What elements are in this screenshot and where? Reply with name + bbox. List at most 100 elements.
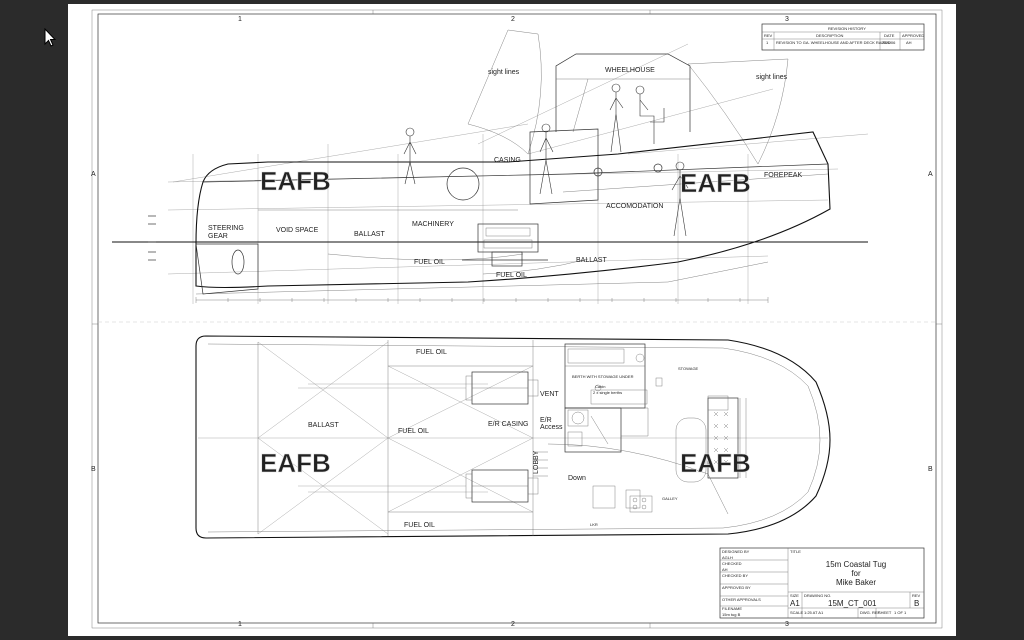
label-down: Down <box>568 475 586 482</box>
title-block-designed-by-label: DESIGNED BY <box>722 549 750 554</box>
label-er-access-2: Access <box>540 424 563 431</box>
revision-col-date: DATE <box>884 33 895 38</box>
label-wheelhouse: WHEELHOUSE <box>605 67 655 74</box>
galley-fridge <box>625 489 641 509</box>
title-block-sheet-label: SHEET <box>878 610 892 615</box>
label-fuel-oil-mid: FUEL OIL <box>398 428 429 435</box>
title-block-filename: 15m tug B <box>722 612 741 617</box>
title-block-checked: AH <box>722 567 728 572</box>
grid-col-2-bottom: 2 <box>511 621 515 628</box>
grid-row-a-left: A <box>91 171 96 178</box>
title-block-scale: 1:25 AT A1 <box>804 610 824 615</box>
title-block-title-3: Mike Baker <box>836 578 876 587</box>
label-fuel-oil-profile-2: FUEL OIL <box>496 272 527 279</box>
title-block-other-approvals-label: OTHER APPROVALS <box>722 597 761 602</box>
figure-wheelhouse-seated <box>635 85 665 144</box>
title-block-rev: B <box>914 599 919 608</box>
watermark-plan-left: EAFB <box>260 448 331 478</box>
mouse-pointer-icon <box>44 28 57 47</box>
label-machinery: MACHINERY <box>412 221 454 228</box>
title-block-dwg-ref-label: DWG. REF <box>860 610 881 615</box>
title-block-sheet: 1 OF 1 <box>894 610 907 615</box>
label-accomodation: ACCOMODATION <box>606 203 663 210</box>
title-block-title-label: TITLE <box>790 549 801 554</box>
grid-col-1-top: 1 <box>238 16 242 23</box>
title-block: DESIGNED BY AGLH CHECKED AH CHECKED BY A… <box>719 547 925 619</box>
engine-port <box>465 371 539 405</box>
revision-row-rev: 1 <box>766 40 769 45</box>
casing-outline <box>529 128 599 205</box>
label-ballast-fwd: BALLAST <box>576 257 607 264</box>
profile-view: sight lines sight lines WHEELHOUSE CASIN… <box>112 29 869 304</box>
watermark-profile-left: EAFB <box>260 166 331 196</box>
figure-afterdeck <box>403 127 417 185</box>
label-berth-note: BERTH WITH STOWAGE UNDER <box>572 374 634 379</box>
label-ballast-plan: BALLAST <box>308 422 339 429</box>
hull-profile-outline <box>195 131 831 289</box>
revision-col-rev: REV <box>764 33 773 38</box>
label-cabin-1: Cabin <box>595 384 605 389</box>
propeller <box>231 249 245 275</box>
title-block-drawing-no: 15M_CT_001 <box>828 599 877 608</box>
figure-casing <box>539 123 554 195</box>
sheet-border <box>97 13 937 624</box>
label-lkr: LKR <box>590 522 598 527</box>
drawing-sheet: 1 2 3 1 2 3 A A B B REVISION HISTORY REV… <box>68 4 956 636</box>
label-ballast-aft: BALLAST <box>354 231 385 238</box>
title-block-drawing-no-label: DRAWING NO. <box>804 593 831 598</box>
berth-upper <box>567 348 625 364</box>
sheet-outer-border <box>91 9 943 629</box>
bench-cushion-pattern <box>713 411 729 465</box>
label-er-access-1: E/R <box>540 417 552 424</box>
porthole-large <box>446 167 480 201</box>
galley-hob <box>629 495 653 513</box>
title-block-filename-label: FILENAME <box>722 606 742 611</box>
revision-row-approved: AH <box>906 40 912 45</box>
title-block-approved-by-label: APPROVED BY <box>722 585 751 590</box>
engine-profile <box>462 223 548 267</box>
label-void-space: VOID SPACE <box>276 227 319 234</box>
galley-sink <box>592 485 616 509</box>
figure-accomodation <box>671 161 689 237</box>
label-cabin-2: 2 x single berths <box>593 390 622 395</box>
label-vent: VENT <box>540 391 559 398</box>
sight-lines-fan-right <box>687 58 789 165</box>
hull-plan-outline <box>195 335 831 539</box>
grid-row-a-right: A <box>928 171 933 178</box>
title-block-scale-label: SCALE <box>790 610 803 615</box>
label-er-casing: E/R CASING <box>488 421 528 428</box>
title-block-checked-by-label: CHECKED BY <box>722 573 748 578</box>
grid-col-2-top: 2 <box>511 16 515 23</box>
figure-wheelhouse-standing <box>609 83 624 153</box>
revision-history-table: REVISION HISTORY REV DESCRIPTION DATE AP… <box>761 23 925 51</box>
label-sight-lines-right: sight lines <box>756 74 788 81</box>
revision-row-description: REVISION TO GA. WHEELHOUSE AND AFTER DEC… <box>776 40 891 45</box>
label-steering-gear-1: STEERING <box>208 225 244 232</box>
general-arrangement-drawing: 1 2 3 1 2 3 A A B B REVISION HISTORY REV… <box>91 9 943 629</box>
label-sight-lines-left: sight lines <box>488 69 520 76</box>
title-block-designed-by: AGLH <box>722 555 733 560</box>
er-access-trunk <box>564 407 622 453</box>
grid-row-b-right: B <box>928 466 933 473</box>
revision-row-date: 25/6/06 <box>882 40 896 45</box>
forward-seating-bench <box>707 397 739 479</box>
grid-col-3-bottom: 3 <box>785 621 789 628</box>
revision-history-header: REVISION HISTORY <box>828 26 866 31</box>
forward-table <box>675 417 707 483</box>
revision-col-description: DESCRIPTION <box>816 33 843 38</box>
engine-starboard <box>465 469 539 503</box>
title-block-title-2: for <box>851 569 861 578</box>
label-galley: GALLEY <box>662 496 678 501</box>
ballast-tank-cross-bracing <box>257 341 389 535</box>
label-casing: CASING <box>494 157 521 164</box>
watermark-plan-right: EAFB <box>680 448 751 478</box>
stair-treads <box>533 451 548 477</box>
title-block-title-1: 15m Coastal Tug <box>826 560 886 569</box>
label-lobby: LOBBY <box>533 450 540 474</box>
wheelhouse-outline <box>555 53 691 132</box>
grid-row-b-left: B <box>91 466 96 473</box>
label-stowage: STOWAGE <box>678 366 699 371</box>
frame-scale-ticks <box>195 297 769 303</box>
rudder <box>195 243 259 295</box>
